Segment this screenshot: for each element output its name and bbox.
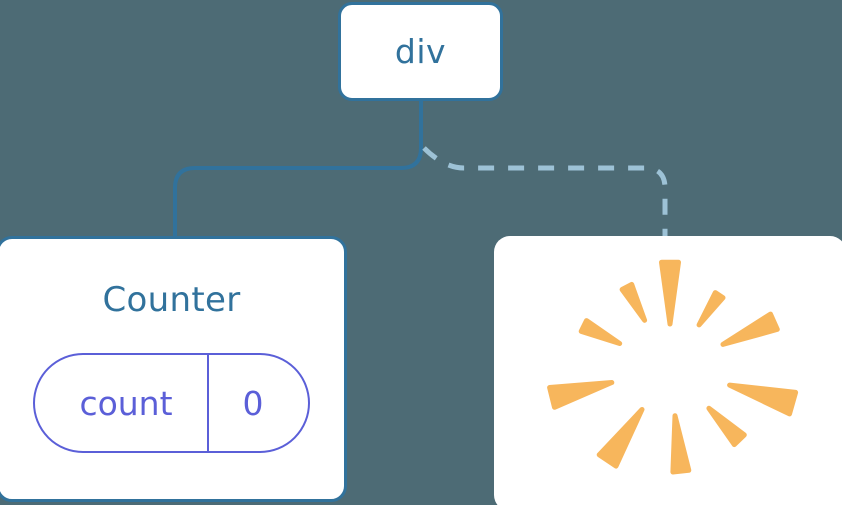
node-rerender[interactable] (494, 236, 842, 505)
burst-ray (619, 281, 648, 323)
edge-div-to-rerender (422, 146, 668, 240)
edge-div-to-counter (173, 99, 423, 240)
burst-ray (659, 259, 681, 327)
state-pill-divider (206, 355, 209, 451)
node-div[interactable]: div (338, 2, 503, 101)
node-counter-label: Counter (102, 280, 241, 320)
burst-ray (696, 290, 726, 328)
burst-ray (547, 380, 615, 410)
sparkle-burst-svg (547, 259, 799, 475)
state-pill-count[interactable]: count 0 (33, 353, 310, 453)
node-div-label: div (394, 32, 447, 71)
state-pill-value: 0 (242, 383, 264, 423)
burst-ray (720, 311, 780, 347)
burst-ray (670, 413, 692, 475)
burst-ray (578, 318, 623, 346)
node-counter[interactable]: Counter count 0 (0, 236, 347, 502)
sparkle-burst-icon (494, 236, 842, 505)
burst-ray (596, 407, 645, 469)
burst-ray (706, 405, 747, 448)
burst-ray (727, 382, 799, 417)
state-pill-key: count (79, 383, 173, 423)
